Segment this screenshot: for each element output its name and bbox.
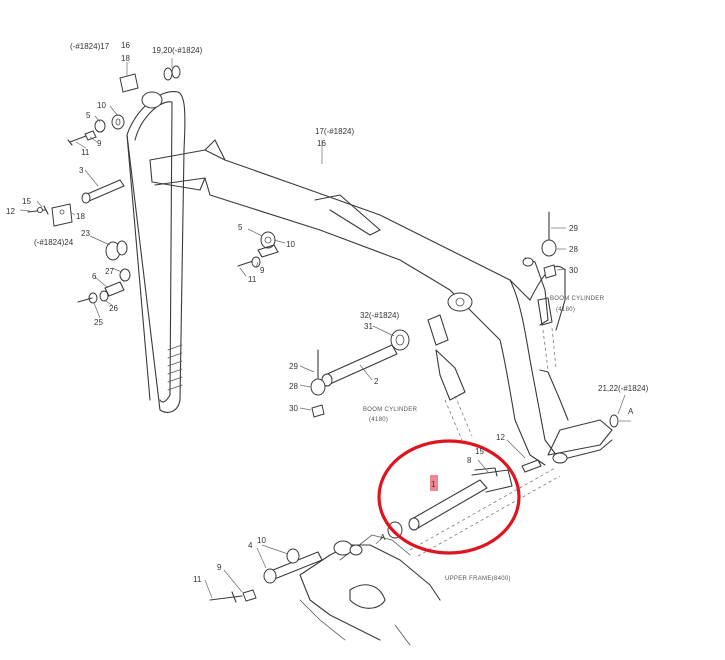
callout-27: 27	[105, 267, 114, 276]
callout-9-top-left: 9	[97, 139, 102, 148]
boom-cylinder-right	[537, 297, 557, 371]
callout-24-serial: (-#1824)24	[34, 238, 74, 247]
note-boom-cylinder-right-sub: (4180)	[556, 307, 575, 313]
callout-4: 4	[248, 541, 253, 550]
pin-assembly-bottom	[209, 548, 323, 603]
callout-2: 2	[374, 377, 379, 386]
callout-18-left: 18	[76, 212, 85, 221]
callout-A-bottom: A	[380, 533, 386, 542]
callout-29-mid: 29	[289, 362, 298, 371]
callout-30-right: 30	[569, 266, 578, 275]
callout-12-right: 12	[496, 433, 505, 442]
boom-foot-pin-assembly	[387, 459, 561, 557]
callout-5-mid: 5	[238, 223, 243, 232]
upper-frame	[299, 534, 441, 646]
pin-assembly-mid-left	[77, 240, 131, 304]
callout-19-20-serial: 19,20(-#1824)	[152, 46, 203, 55]
callout-18-top: 18	[121, 54, 130, 63]
callout-15-left: 15	[22, 197, 31, 206]
callout-9-bottom: 9	[217, 563, 222, 572]
callout-31: 31	[364, 322, 373, 331]
callout-17-serial-mid: 17(-#1824)	[315, 127, 354, 136]
note-boom-cylinder-left: BOOM CYLINDER	[363, 407, 418, 413]
callout-11-mid: 11	[248, 275, 257, 284]
callout-8: 8	[467, 456, 472, 465]
callout-25: 25	[94, 318, 103, 327]
part-1-highlight-tag	[430, 475, 438, 491]
note-texts: BOOM CYLINDER (4180) BOOM CYLINDER (4180…	[363, 296, 605, 582]
callout-16-mid: 16	[317, 139, 326, 148]
callout-9-mid: 9	[260, 266, 265, 275]
callout-labels: (-#1824)17 19,20(-#1824) 18 10 5 9 11 3 …	[6, 41, 649, 584]
highlight-circle	[377, 439, 521, 555]
callout-10-bottom: 10	[257, 536, 266, 545]
leader-lines	[19, 58, 631, 599]
callout-11-bottom: 11	[193, 575, 202, 584]
pin-assembly-right	[541, 211, 619, 428]
callout-10-mid: 10	[286, 240, 295, 249]
callout-1: 1	[431, 480, 436, 489]
callout-6: 6	[92, 272, 97, 281]
callout-30-mid: 30	[289, 404, 298, 413]
note-boom-cylinder-left-sub: (4180)	[369, 417, 388, 423]
callout-15-right: 15	[475, 447, 484, 456]
note-boom-cylinder-right: BOOM CYLINDER	[550, 296, 605, 302]
boom-cylinder-left	[427, 314, 473, 441]
callout-28-mid: 28	[289, 382, 298, 391]
callout-12-left: 12	[6, 207, 15, 216]
callout-3: 3	[79, 166, 84, 175]
callout-21-22-serial: 21,22(-#1824)	[598, 384, 649, 393]
callout-23: 23	[81, 229, 90, 238]
pin-assembly-mid	[237, 231, 279, 268]
callout-10-top-left: 10	[97, 101, 106, 110]
callout-16-top: 16	[121, 41, 130, 50]
pin-assembly-2	[310, 329, 410, 418]
callout-32-serial: 32(-#1824)	[360, 311, 399, 320]
callout-29-right: 29	[569, 224, 578, 233]
callout-28-right: 28	[569, 245, 578, 254]
callout-A-right: A	[628, 407, 634, 416]
callout-5-top-left: 5	[86, 111, 91, 120]
boom-assembly	[126, 91, 613, 466]
note-upper-frame: UPPER FRAME(8400)	[445, 576, 511, 582]
pin-assembly-top-left	[27, 65, 181, 227]
callout-17-serial: (-#1824)17	[70, 42, 110, 51]
callout-11-top-left: 11	[81, 148, 90, 157]
callout-26: 26	[109, 304, 118, 313]
